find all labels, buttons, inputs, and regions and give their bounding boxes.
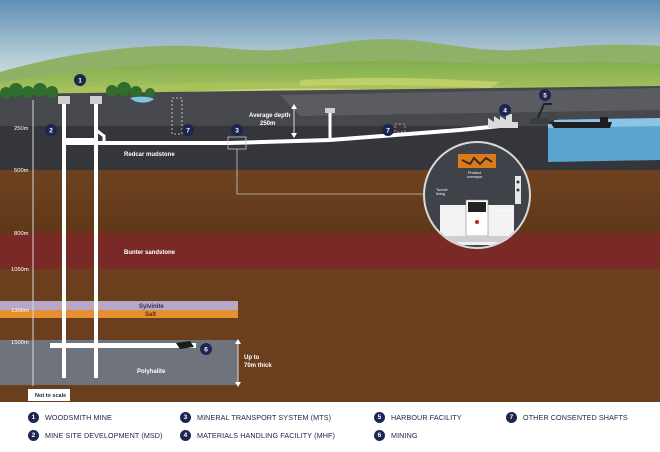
mining-tunnel bbox=[50, 343, 196, 348]
mine-shafts bbox=[58, 96, 106, 378]
legend-label: MINING bbox=[391, 431, 418, 440]
legend-item: 2 MINE SITE DEVELOPMENT (MSD) bbox=[28, 430, 163, 441]
svg-text:7: 7 bbox=[186, 128, 190, 135]
sea bbox=[548, 118, 660, 162]
legend: 1 WOODSMITH MINE 2 MINE SITE DEVELOPMENT… bbox=[0, 402, 660, 452]
inset-tunnel-label-1: Tunnel bbox=[436, 188, 448, 192]
svg-text:1: 1 bbox=[78, 78, 82, 85]
marker-1: 1 bbox=[74, 74, 86, 86]
legend-label: WOODSMITH MINE bbox=[45, 413, 112, 422]
layer-sylvinite bbox=[0, 301, 238, 310]
legend-badge: 3 bbox=[180, 412, 191, 423]
avg-depth-label-1: Average depth bbox=[249, 113, 291, 119]
label-polyhalite: Polyhalite bbox=[137, 369, 166, 375]
legend-item: 4 MATERIALS HANDLING FACILITY (MHF) bbox=[180, 430, 335, 441]
legend-item: 3 MINERAL TRANSPORT SYSTEM (MTS) bbox=[180, 412, 331, 423]
marker-4: 4 bbox=[499, 104, 511, 116]
legend-badge: 7 bbox=[506, 412, 517, 423]
marker-7a: 7 bbox=[182, 124, 194, 136]
svg-text:6: 6 bbox=[204, 347, 208, 354]
inset-maint-label-2: vehicle bbox=[495, 213, 507, 217]
legend-badge: 4 bbox=[180, 430, 191, 441]
avg-depth-label-2: 250m bbox=[260, 121, 275, 127]
harbour-facility bbox=[530, 103, 612, 128]
depth-labels: 250m 500m 800m 1050m 1300m 1500m bbox=[11, 126, 29, 346]
label-salt: Salt bbox=[145, 312, 156, 318]
inset-maint-label-1: Maintenance bbox=[492, 209, 514, 213]
inset-tunnel-label-2: lining bbox=[436, 192, 445, 196]
layer-bunter-sandstone bbox=[0, 233, 660, 269]
layer-earth-upper bbox=[0, 170, 660, 233]
depth-label: 1050m bbox=[11, 267, 29, 273]
inset-product-label-1: Product bbox=[468, 171, 482, 175]
legend-label: MINE SITE DEVELOPMENT (MSD) bbox=[45, 431, 163, 440]
thickness-label-2: 70m thick bbox=[244, 363, 272, 369]
legend-item: 1 WOODSMITH MINE bbox=[28, 412, 112, 423]
depth-label: 250m bbox=[14, 126, 29, 132]
legend-badge: 5 bbox=[374, 412, 385, 423]
depth-label: 800m bbox=[14, 231, 29, 237]
depth-label: 1500m bbox=[11, 340, 29, 346]
svg-text:4: 4 bbox=[503, 108, 507, 115]
label-sylvinite: Sylvinite bbox=[139, 304, 164, 310]
scale-note: Not to scale bbox=[35, 393, 66, 399]
mining-machine bbox=[176, 341, 194, 349]
thickness-label-1: Up to bbox=[244, 355, 260, 361]
svg-text:5: 5 bbox=[543, 93, 547, 100]
tree-line bbox=[0, 82, 155, 99]
diagram-markers: 1 2 3 4 5 6 7 7 bbox=[45, 74, 551, 355]
marker-2: 2 bbox=[45, 124, 57, 136]
label-bunter-sandstone: Bunter sandstone bbox=[124, 250, 176, 256]
tunnel-cross-section-inset bbox=[423, 141, 531, 249]
legend-label: MINERAL TRANSPORT SYSTEM (MTS) bbox=[197, 413, 332, 422]
legend-item: 6 MINING bbox=[374, 430, 418, 441]
marker-5: 5 bbox=[539, 89, 551, 101]
legend-label: HARBOUR FACILITY bbox=[391, 413, 462, 422]
depth-label: 500m bbox=[14, 168, 29, 174]
depth-label: 1300m bbox=[11, 308, 29, 314]
svg-text:7: 7 bbox=[386, 128, 390, 135]
marker-6: 6 bbox=[200, 343, 212, 355]
legend-item: 5 HARBOUR FACILITY bbox=[374, 412, 462, 423]
mhf-buildings bbox=[488, 114, 518, 128]
svg-text:3: 3 bbox=[235, 128, 239, 135]
label-redcar-mudstone: Redcar mudstone bbox=[124, 152, 175, 158]
marker-3: 3 bbox=[231, 124, 243, 136]
marker-7b: 7 bbox=[382, 124, 394, 136]
scale-note-box bbox=[28, 389, 70, 401]
svg-text:2: 2 bbox=[49, 128, 53, 135]
legend-badge: 1 bbox=[28, 412, 39, 423]
legend-label: OTHER CONSENTED SHAFTS bbox=[523, 413, 628, 422]
mine-cross-section-diagram: 250m 500m 800m 1050m 1300m 1500m Redcar … bbox=[0, 0, 660, 402]
layer-salt bbox=[0, 310, 238, 318]
legend-label: MATERIALS HANDLING FACILITY (MHF) bbox=[197, 431, 336, 440]
pond bbox=[130, 96, 154, 103]
legend-item: 7 OTHER CONSENTED SHAFTS bbox=[506, 412, 628, 423]
legend-badge: 2 bbox=[28, 430, 39, 441]
legend-badge: 6 bbox=[374, 430, 385, 441]
inset-product-label-2: conveyor bbox=[467, 175, 483, 179]
